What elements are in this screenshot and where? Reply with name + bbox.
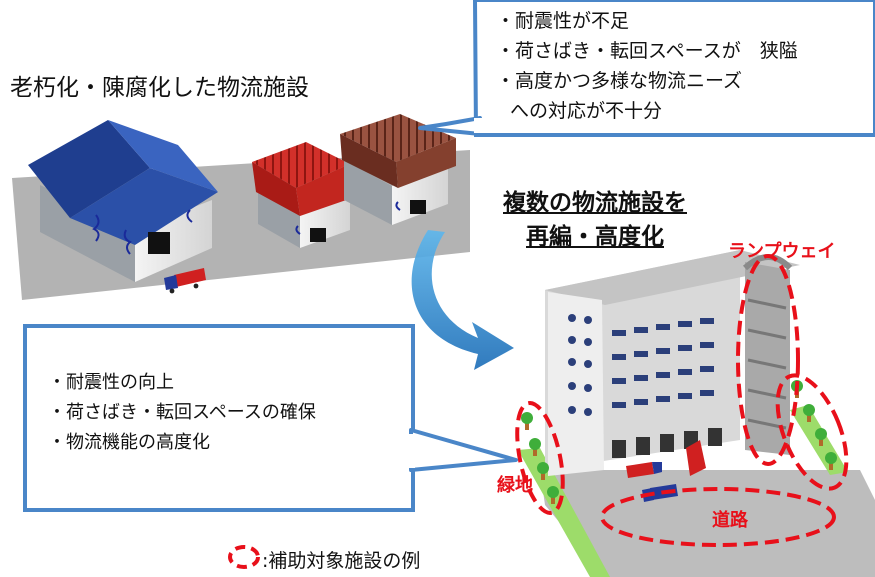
green-label: 緑地	[497, 475, 533, 496]
callout-bottom-line: ・物流機能の高度化	[48, 432, 210, 453]
old-facilities-title: 老朽化・陳腐化した物流施設	[10, 75, 309, 101]
green-strip-left	[518, 448, 610, 577]
loading-bays	[612, 428, 722, 458]
callout-bottom-box	[23, 324, 518, 512]
road-label: 道路	[712, 510, 748, 531]
transformation-arrow	[411, 230, 514, 370]
legend-marker-icon	[228, 545, 260, 569]
callout-bottom-line: ・耐震性の向上	[48, 372, 174, 393]
callout-top-box	[418, 0, 875, 137]
callout-top-text: ・耐震性が不足 ・荷さばき・転回スペースが 狭隘 ・高度かつ多様な物流ニーズ へ…	[496, 6, 798, 126]
crack-icon	[295, 225, 301, 235]
heading-line-2: 再編・高度化	[526, 224, 664, 250]
callout-bottom-text: ・耐震性の向上 ・荷さばき・転回スペースの確保 ・物流機能の高度化	[48, 368, 316, 458]
ramp-highlight	[736, 254, 800, 466]
green-left-highlight	[515, 401, 565, 515]
blue-warehouse	[28, 120, 218, 282]
ramp-label: ランプウェイ	[728, 241, 836, 262]
reorganization-heading: 複数の物流施設を 再編・高度化	[470, 186, 720, 254]
new-logistics-building	[545, 250, 800, 476]
ramp-tower	[742, 254, 793, 455]
warehouse-door	[148, 232, 170, 254]
callout-top-line: ・耐震性が不足	[496, 10, 630, 32]
callout-top-line: ・高度かつ多様な物流ニーズ	[496, 70, 743, 92]
warehouse-door	[410, 200, 426, 214]
crack-icon	[395, 201, 401, 211]
legend-text: :補助対象施設の例	[262, 550, 421, 572]
crack-icon	[186, 209, 193, 223]
truck-icon	[686, 440, 706, 476]
green-right-highlight	[775, 373, 849, 491]
truck-icon	[626, 462, 662, 478]
heading-line-1: 複数の物流施設を	[503, 190, 687, 216]
red-warehouse	[252, 142, 352, 248]
callout-bottom-line: ・荷さばき・転回スペースの確保	[48, 402, 316, 423]
warehouse-door	[310, 228, 326, 242]
truck-icon	[164, 268, 206, 294]
crack-icon	[92, 214, 100, 242]
callout-top-line: ・荷さばき・転回スペースが 狭隘	[496, 40, 798, 62]
callout-top-line: への対応が不十分	[510, 100, 663, 122]
building-windows	[568, 314, 714, 416]
crack-icon	[123, 229, 132, 255]
highlight-markers	[515, 254, 849, 547]
road-highlight	[600, 487, 836, 547]
